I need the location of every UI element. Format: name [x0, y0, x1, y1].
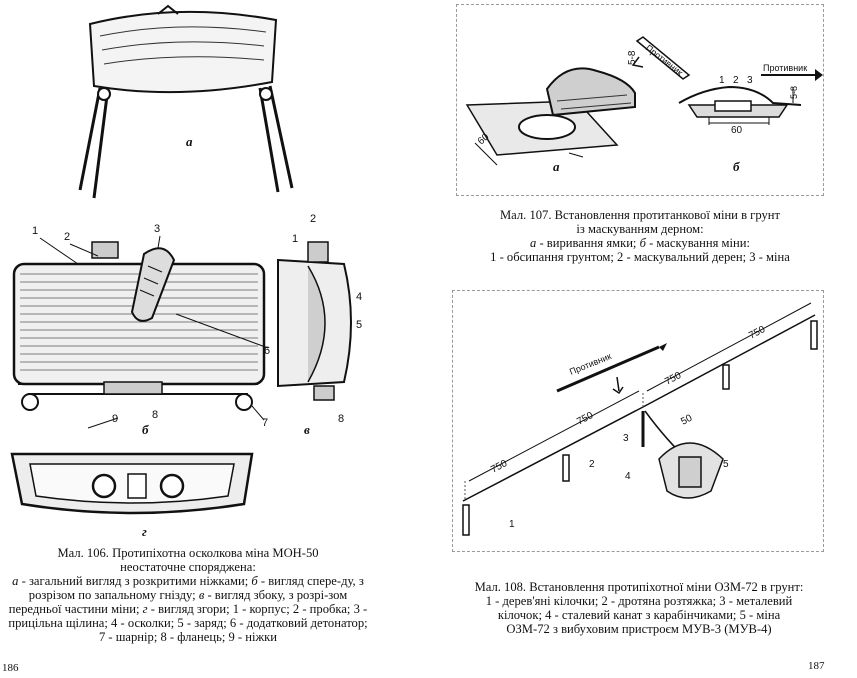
- fig107-caption-title: Мал. 107. Встановлення протитанкової мін…: [499, 208, 781, 222]
- fig106-label-a: а: [186, 134, 193, 149]
- svg-text:1: 1: [32, 225, 38, 237]
- svg-text:3: 3: [623, 433, 629, 444]
- fig107-label-a: а: [553, 159, 560, 174]
- fig106-label-g: г: [142, 524, 147, 539]
- svg-text:5-8: 5-8: [789, 86, 799, 99]
- svg-text:750: 750: [575, 410, 595, 428]
- fig108-wooden-peg-2: [562, 454, 570, 482]
- figure-108-drawing: [462, 302, 818, 536]
- svg-text:50: 50: [679, 413, 694, 428]
- svg-text:4: 4: [625, 471, 631, 482]
- fig106-caption: Мал. 106. Протипіхотна осколкова міна МО…: [4, 546, 372, 644]
- svg-text:6: 6: [264, 345, 270, 357]
- figure-108-frame: Противник 750 750 750 750 50 1 2 3 4 5: [452, 290, 824, 552]
- fig108-caption-title: Мал. 108. Встановлення протипіхотної мін…: [474, 580, 804, 594]
- svg-text:5-8: 5-8: [627, 50, 638, 65]
- svg-text:3: 3: [747, 75, 753, 86]
- svg-text:4: 4: [356, 291, 362, 303]
- fig107-caption: Мал. 107. Встановлення протитанкової мін…: [460, 208, 820, 264]
- svg-text:7: 7: [262, 417, 268, 429]
- page-number-left: 186: [2, 662, 19, 674]
- svg-text:5: 5: [356, 319, 362, 331]
- page-number-right: 187: [808, 660, 825, 672]
- fig106-view-b: [12, 241, 266, 411]
- svg-text:750: 750: [489, 458, 509, 476]
- fig107-view-b: [678, 69, 823, 125]
- svg-text:1: 1: [509, 519, 515, 530]
- svg-text:5: 5: [723, 459, 729, 470]
- fig106-caption-body: а - загальний вигляд з розкритими ніжкам…: [8, 574, 368, 644]
- fig107-caption-body: а - виривання ямки; б - маскування міни:: [530, 236, 750, 250]
- figure-106-mon50-drawing: а б в г 1: [10, 4, 362, 539]
- svg-text:750: 750: [663, 370, 683, 388]
- svg-text:2: 2: [310, 213, 316, 225]
- fig106-view-v: [277, 241, 352, 401]
- fig107-enemy-label-b: Противник: [763, 63, 807, 73]
- figure-107-drawing: Противник 60 5-8 а Противник 60 5-8 1 2 …: [465, 36, 823, 174]
- svg-text:8: 8: [338, 413, 344, 425]
- fig107-label-b: б: [733, 159, 740, 174]
- fig107-enemy-label-a: Противник: [644, 43, 685, 78]
- fig106-caption-title: Мал. 106. Протипіхотна осколкова міна МО…: [57, 546, 319, 560]
- svg-text:60: 60: [731, 125, 743, 136]
- svg-text:8: 8: [152, 409, 158, 421]
- figure-107-frame: Противник 60 5-8 а Противник 60 5-8 1 2 …: [456, 4, 824, 196]
- fig107-caption-subtitle: із маскуванням дерном:: [576, 222, 704, 236]
- figure-108-labels: Противник 750 750 750 750 50 1 2 3 4 5: [489, 324, 767, 530]
- svg-text:2: 2: [589, 459, 595, 470]
- fig107-view-a: [465, 36, 691, 166]
- svg-text:1: 1: [292, 233, 298, 245]
- fig107-caption-legend: 1 - обсипання грунтом; 2 - маскувальний …: [490, 250, 790, 264]
- fig106-label-v: в: [304, 422, 310, 437]
- fig108-caption: Мал. 108. Встановлення протипіхотної мін…: [456, 580, 822, 636]
- fig106-label-b: б: [142, 422, 149, 437]
- fig108-wooden-peg-4: [810, 320, 818, 350]
- svg-text:750: 750: [747, 324, 767, 342]
- fig106-caption-subtitle: неостаточне споряджена:: [120, 560, 256, 574]
- fig108-wooden-peg-1: [462, 504, 470, 536]
- svg-text:2: 2: [64, 231, 70, 243]
- svg-text:1: 1: [719, 75, 725, 86]
- fig106-view-g: [10, 452, 254, 515]
- fig106-view-a: [78, 4, 294, 199]
- fig108-wooden-peg-3: [722, 364, 730, 390]
- fig108-enemy-label: Противник: [568, 351, 613, 377]
- svg-text:2: 2: [733, 75, 739, 86]
- svg-text:3: 3: [154, 223, 160, 235]
- fig108-mine: [678, 456, 702, 488]
